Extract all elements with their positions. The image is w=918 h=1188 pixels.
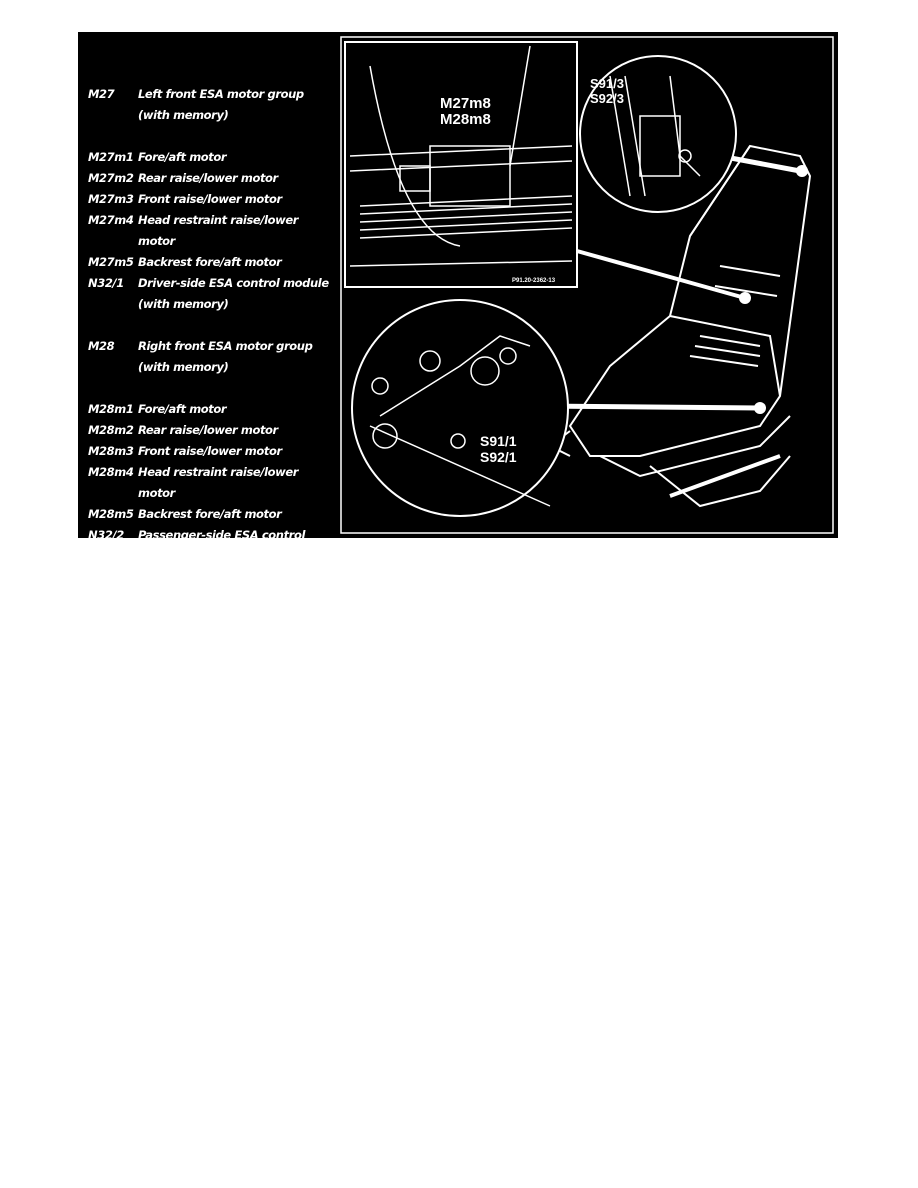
legend-item: M27 Left front ESA motor group [88,84,338,105]
leader-line [576,249,746,300]
legend-description: Backrest fore/aft motor [138,255,282,269]
legend-item: M28 Right front ESA motor group [88,336,338,357]
seat-motor-diagram: M27 Left front ESA motor group (with memor… [78,32,838,563]
legend-code [88,294,138,315]
legend-description: Head restraint raise/lower motor [138,213,299,248]
legend-description: Head restraint raise/lower motor [138,465,299,500]
callout-m27m8: M27m8 [440,95,491,112]
legend-description: Right front ESA motor group [138,339,313,353]
inset-door-panel: M27m8 M28m8 P91.20-2362-13 [344,41,578,288]
legend-code: M27m1 [88,150,134,164]
detail-circle-top: S91/3 S92/3 [579,55,808,213]
legend-description: Front raise/lower motor [138,192,282,206]
legend-item: N32/1 Driver-side ESA control module [88,273,338,294]
legend-item: M28m3 Front raise/lower motor [88,441,338,462]
legend-item: M27m1 Fore/aft motor [88,147,338,168]
legend-code: M27 [88,87,115,101]
legend-item: M27m3 Front raise/lower motor [88,189,338,210]
legend-item: M28m4 Head restraint raise/lower motor [88,462,338,504]
legend-item: N32/2 Passenger-side ESA control [88,525,338,546]
callout-s91-1: S91/1 [480,433,517,449]
seat-illustration: M27m8 M28m8 P91.20-2362-13 S91/3 S92/3 [340,36,834,534]
figure-code: P91.20-2362-13 [512,278,556,284]
legend-item: (with memory) [88,357,338,378]
legend-code: M27m5 [88,255,134,269]
callout-m28m8: M28m8 [440,111,491,128]
legend-description: (with memory) [138,360,229,374]
detail-circle-bottom: S91/1 S92/1 [351,299,766,517]
legend-item: (with memory) [88,294,338,315]
legend-description: Backrest fore/aft motor [138,507,282,521]
legend-item: module (with memory) [88,546,338,567]
legend-code: M28m1 [88,402,134,416]
legend: M27 Left front ESA motor group (with memor… [88,84,338,567]
legend-description: Rear raise/lower motor [138,423,278,437]
legend-code [88,357,138,378]
legend-code: M27m3 [88,192,134,206]
legend-code: N32/1 [88,276,124,290]
legend-description: Left front ESA motor group [138,87,304,101]
legend-description: Passenger-side ESA control [138,528,305,542]
legend-description: (with memory) [138,108,229,122]
legend-code: M28 [88,339,115,353]
legend-description: Driver-side ESA control module [138,276,329,290]
legend-description: Rear raise/lower motor [138,171,278,185]
legend-code: M28m2 [88,423,134,437]
legend-code: M28m4 [88,465,134,479]
legend-description: (with memory) [138,297,229,311]
legend-code: M27m4 [88,213,134,227]
callout-s92-3: S92/3 [590,91,624,106]
legend-item: M27m2 Rear raise/lower motor [88,168,338,189]
legend-item: M27m5 Backrest fore/aft motor [88,252,338,273]
callout-s91-3: S91/3 [590,76,624,91]
legend-code: M28m5 [88,507,134,521]
legend-description: Front raise/lower motor [138,444,282,458]
legend-item: M28m5 Backrest fore/aft motor [88,504,338,525]
legend-description: module (with memory) [138,549,278,563]
legend-code: M28m3 [88,444,134,458]
legend-item: M27m4 Head restraint raise/lower motor [88,210,338,252]
legend-code [88,546,138,567]
legend-item: M28m1 Fore/aft motor [88,399,338,420]
callout-s92-1: S92/1 [480,449,517,465]
legend-code: M27m2 [88,171,134,185]
legend-description: Fore/aft motor [138,150,227,164]
legend-item: M28m2 Rear raise/lower motor [88,420,338,441]
legend-description: Fore/aft motor [138,402,227,416]
illustration-frame [340,36,834,534]
legend-code [88,105,138,126]
legend-code: N32/2 [88,528,124,542]
legend-item: (with memory) [88,105,338,126]
